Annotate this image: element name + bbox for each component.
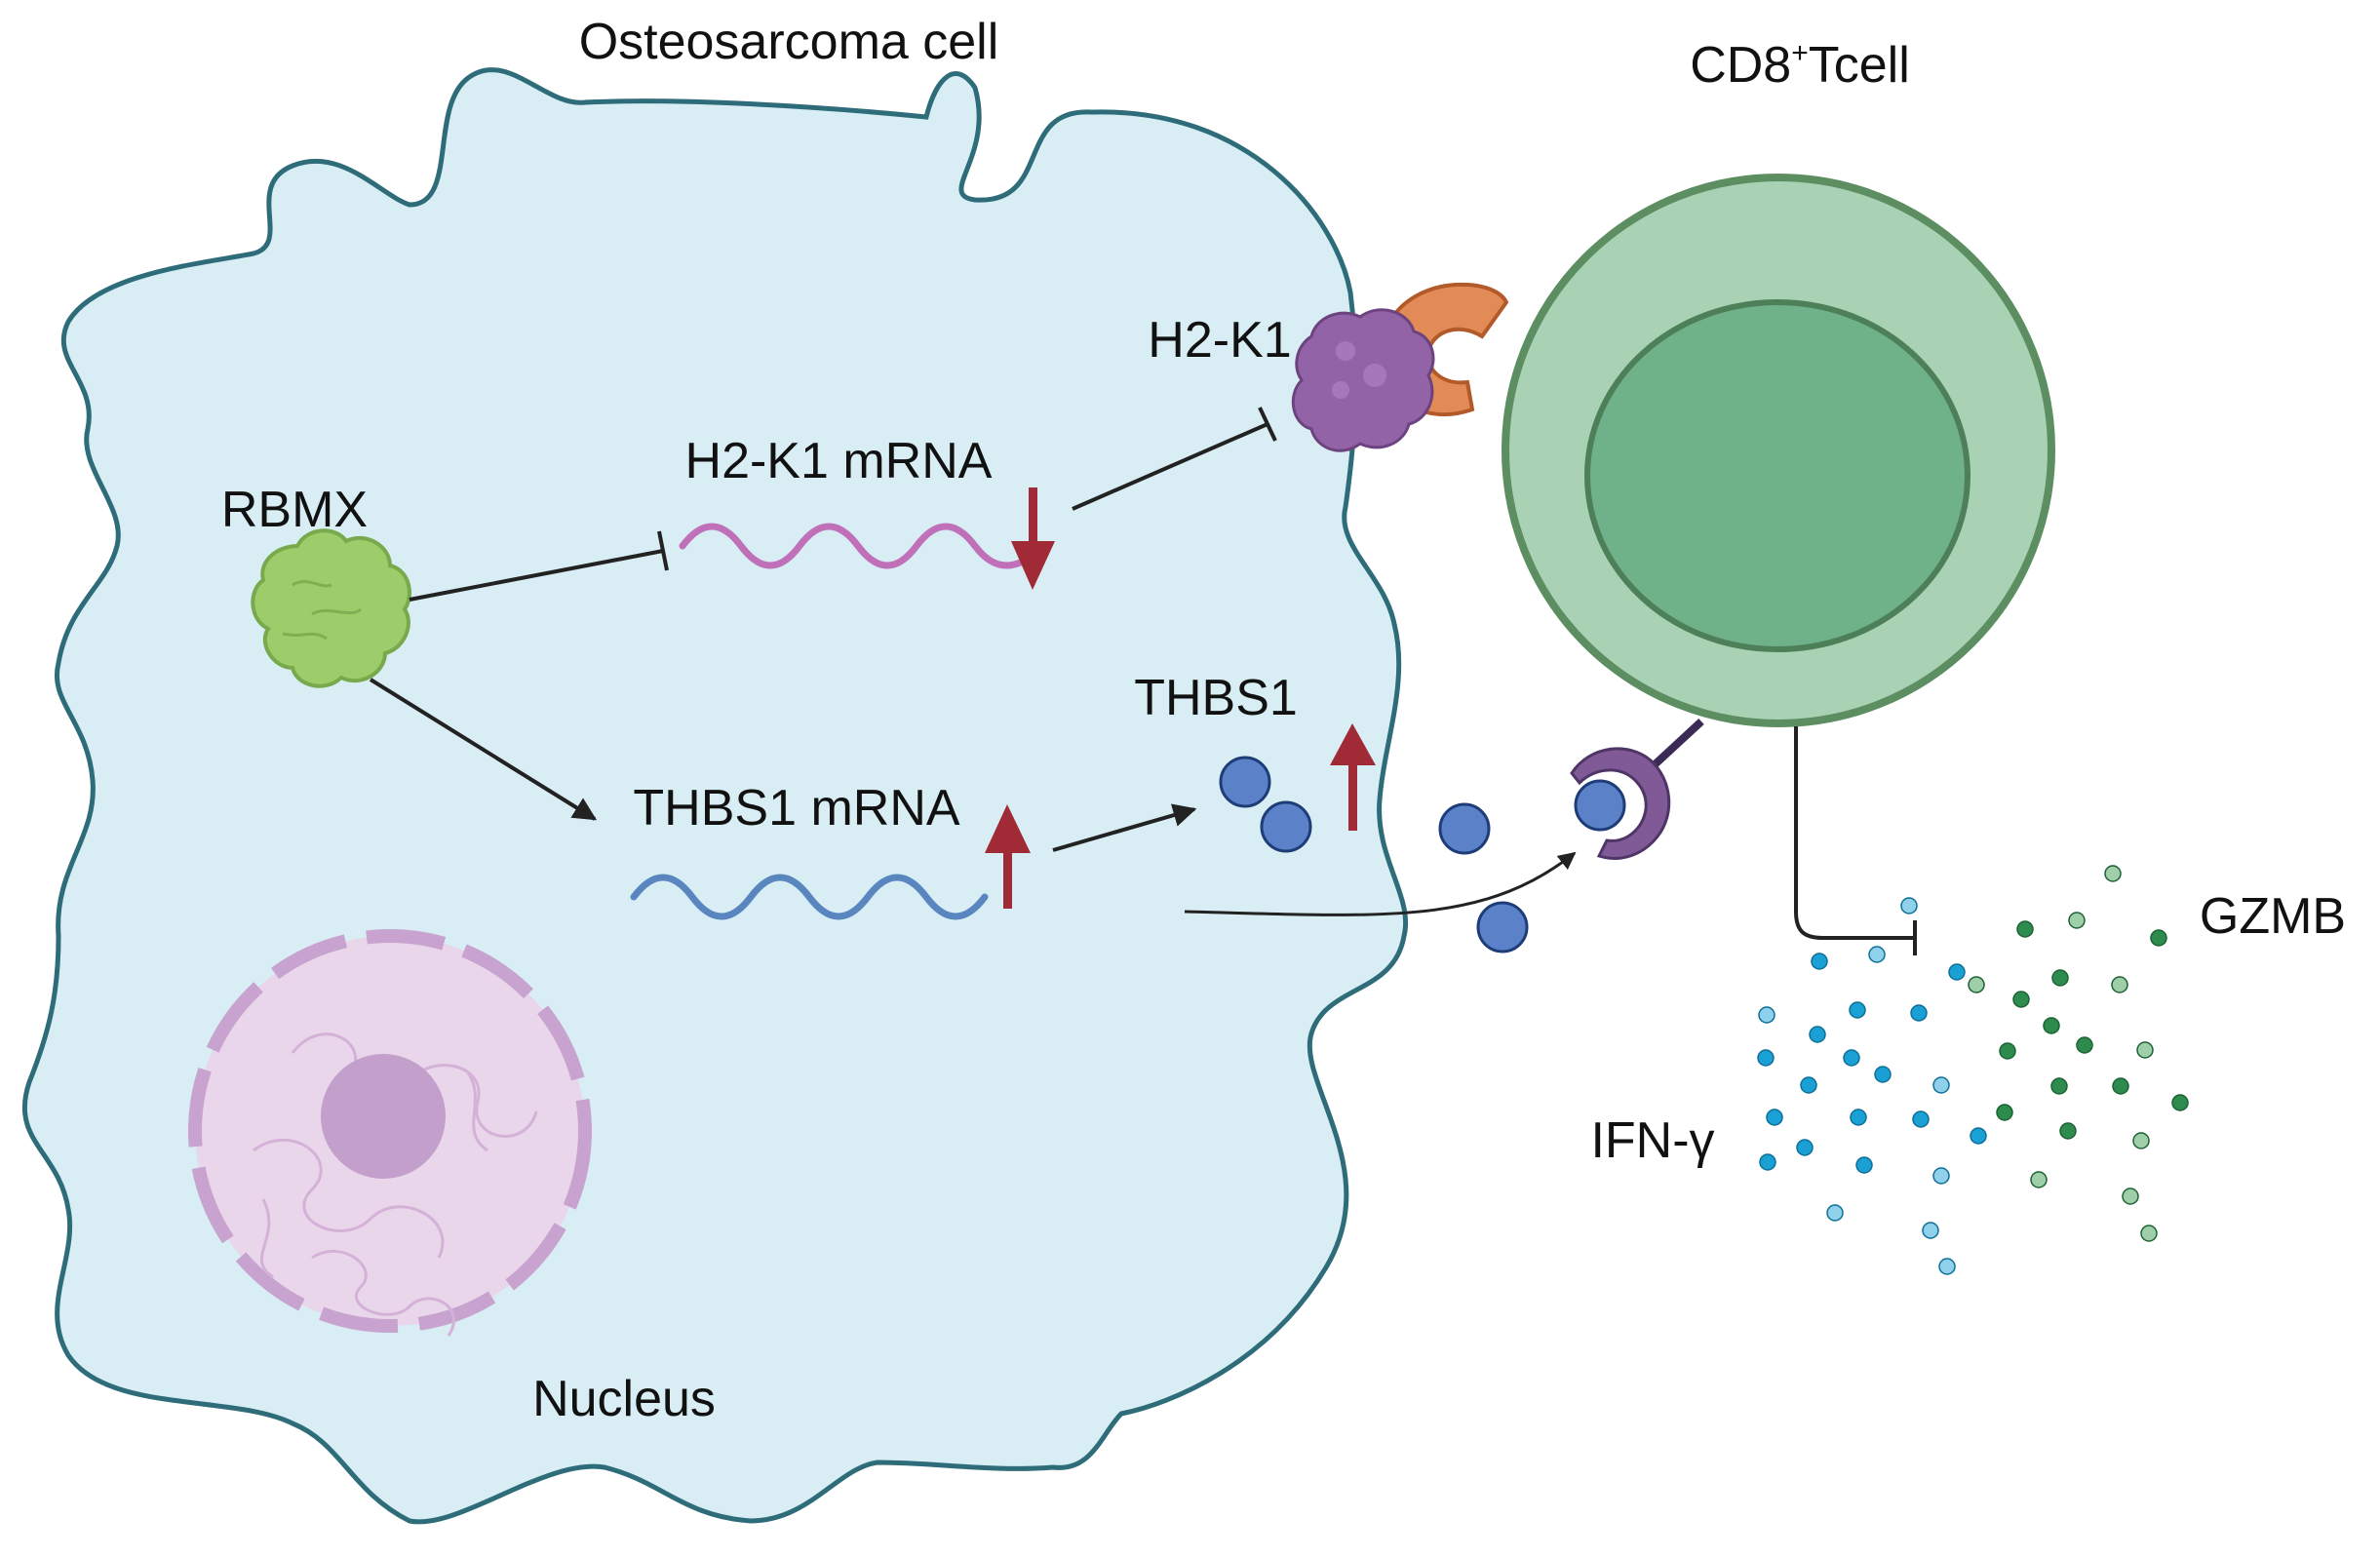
tcell-label: CD8+Tcell xyxy=(1690,37,1910,94)
tcell-label-main: CD8 xyxy=(1690,37,1791,94)
h2k1-label: H2-K1 xyxy=(1148,312,1291,369)
inhibit-rbmx-h2k1-mrna xyxy=(409,530,669,602)
up-arrow-icon xyxy=(1330,723,1376,831)
gzmb-dots xyxy=(1968,865,2189,1242)
thbs1-mrna-wave-icon xyxy=(630,874,989,920)
thbs1-protein xyxy=(1438,802,1491,855)
activate-thbs1-mrna-thbs1 xyxy=(1052,803,1197,852)
thbs1-mrna-label: THBS1 mRNA xyxy=(633,780,959,837)
tcell-icon xyxy=(1502,174,2055,727)
tcell-label-tail: Tcell xyxy=(1809,37,1910,94)
thbs1-protein xyxy=(1574,779,1626,832)
h2k1-mrna-label: H2-K1 mRNA xyxy=(685,433,993,489)
nucleus-icon xyxy=(188,929,592,1337)
ifng-label: IFN-γ xyxy=(1590,1112,1714,1169)
nucleolus xyxy=(321,1054,446,1179)
inhibit-tcell-secretion xyxy=(1794,726,1917,955)
thbs1-protein xyxy=(1260,800,1312,853)
rbmx-label: RBMX xyxy=(221,482,368,538)
activate-rbmx-thbs1-mrna xyxy=(369,678,598,821)
ifng-dots xyxy=(1757,897,1987,1275)
osteosarcoma-cell-label: Osteosarcoma cell xyxy=(579,14,999,70)
up-arrow-icon xyxy=(985,804,1031,909)
tcell-label-sup: + xyxy=(1791,37,1809,69)
h2k1-protein-icon xyxy=(1291,308,1435,452)
thbs1-label: THBS1 xyxy=(1134,670,1298,726)
thbs1-protein-group xyxy=(1219,756,1626,954)
rbmx-protein-icon xyxy=(251,528,411,688)
thbs1-protein xyxy=(1219,756,1271,808)
activate-thbs1-receptor xyxy=(1184,851,1577,916)
inhibit-h2k1-mrna-h2k1 xyxy=(1072,407,1277,511)
thbs1-receptor-icon xyxy=(1570,719,1704,860)
thbs1-protein xyxy=(1476,901,1529,954)
down-arrow-icon xyxy=(1011,487,1055,590)
nucleus-label: Nucleus xyxy=(532,1371,716,1427)
h2k1-mrna-wave-icon xyxy=(679,523,1047,569)
gzmb-label: GZMB xyxy=(2200,888,2346,945)
